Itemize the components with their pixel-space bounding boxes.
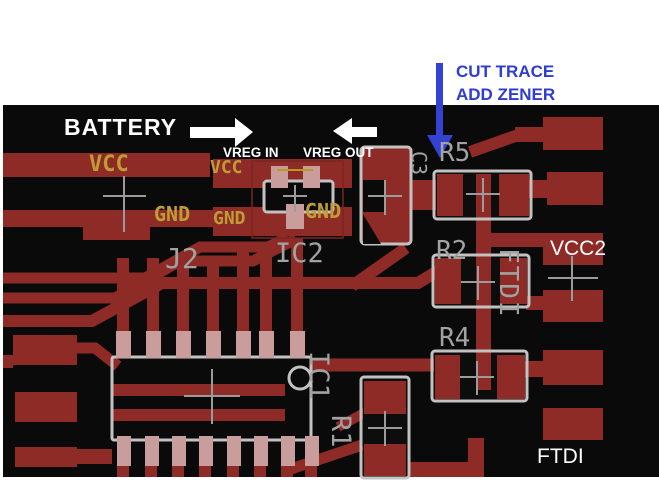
left-pad-2 bbox=[15, 392, 77, 422]
left-pad-1 bbox=[13, 335, 77, 365]
right-pad-3-feed bbox=[480, 233, 544, 247]
gnd-net-label-left: GND bbox=[154, 202, 191, 226]
right-pad-2-bridge bbox=[528, 180, 548, 198]
right-arrow-shaft bbox=[190, 127, 235, 138]
refdes-r2: R2 bbox=[436, 236, 468, 266]
refdes-c3: C3 bbox=[407, 151, 431, 176]
vcc-rail-trace bbox=[3, 153, 210, 177]
bottom-right-trace-v bbox=[468, 438, 484, 464]
down-arrow-shaft bbox=[436, 63, 443, 137]
ic1-pads bbox=[116, 331, 319, 466]
refdes-r4: R4 bbox=[439, 323, 471, 353]
left-arrow-shaft bbox=[350, 127, 377, 137]
cut-trace-note-line2: ADD ZENER bbox=[456, 85, 556, 104]
refdes-ic1: IC1 bbox=[303, 351, 334, 400]
origin-crosses bbox=[103, 176, 598, 446]
refdes-ic2: IC2 bbox=[275, 238, 324, 269]
gnd-rail-trace bbox=[3, 210, 215, 227]
down-arrow-icon bbox=[427, 135, 453, 158]
gnd-rail-bump bbox=[83, 227, 150, 240]
left-arrow-icon bbox=[333, 118, 352, 144]
refdes-ftdi-silkscreen: FTDI bbox=[493, 248, 523, 319]
vcc-net-label-main: VCC bbox=[89, 152, 129, 177]
left-pad-3 bbox=[15, 447, 77, 467]
right-pad-2 bbox=[547, 172, 603, 205]
vcc2-label: VCC2 bbox=[550, 237, 607, 260]
gnd-net-label-mid: GND bbox=[213, 208, 246, 229]
vreg-out-label: VREG OUT bbox=[303, 145, 374, 160]
ic1-inner-trace-2 bbox=[113, 409, 285, 421]
cut-trace-arrow bbox=[427, 63, 453, 158]
battery-flow-arrows bbox=[190, 118, 377, 147]
ic2-courtyard bbox=[251, 160, 344, 239]
right-pad-6 bbox=[543, 408, 603, 440]
right-arrow-icon bbox=[235, 118, 253, 147]
ic2-pad-gnd bbox=[286, 204, 304, 229]
refdes-r1: R1 bbox=[325, 415, 356, 448]
refdes-r5: R5 bbox=[439, 138, 471, 168]
right-pad-5-bridge bbox=[524, 361, 544, 377]
ic1-pin1-marker bbox=[287, 365, 313, 391]
right-pad-1 bbox=[543, 117, 603, 150]
left-pad-3-ext bbox=[77, 449, 112, 464]
vcc-net-label-small: VCC bbox=[210, 157, 243, 178]
bottom-right-trace-h bbox=[408, 462, 484, 477]
ic1-inner-trace-1 bbox=[113, 384, 285, 396]
battery-label: BATTERY bbox=[64, 114, 178, 140]
cut-trace-note-line1: CUT TRACE bbox=[456, 62, 555, 81]
gnd-net-label-right: GND bbox=[305, 199, 342, 223]
ftdi-label: FTDI bbox=[537, 445, 584, 468]
ic2-pad-out bbox=[303, 166, 320, 188]
right-pad-5 bbox=[543, 350, 603, 385]
left-stub bbox=[3, 355, 13, 368]
refdes-j2: J2 bbox=[165, 242, 199, 275]
resistor-pads bbox=[364, 174, 529, 476]
regulator-ic2 bbox=[251, 160, 344, 239]
vreg-in-label: VREG IN bbox=[223, 145, 279, 160]
ic2-pad-in bbox=[271, 166, 288, 188]
